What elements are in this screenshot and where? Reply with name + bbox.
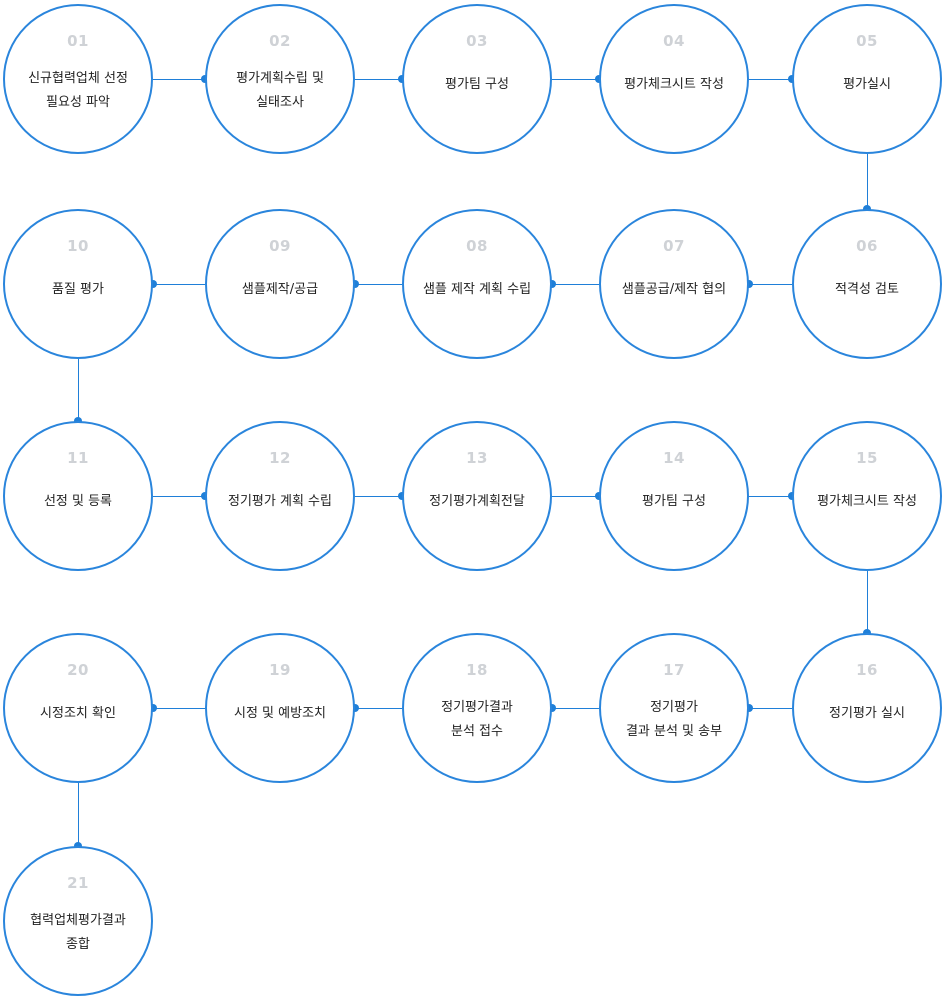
connector-dot [351, 280, 359, 288]
process-step: 15 평가체크시트 작성 [792, 421, 942, 571]
step-number: 03 [466, 32, 488, 50]
step-number: 19 [269, 661, 291, 679]
process-step: 12 정기평가 계획 수립 [205, 421, 355, 571]
connector-line [153, 284, 205, 285]
process-step: 18 정기평가결과 분석 접수 [402, 633, 552, 783]
connector-line [355, 284, 402, 285]
step-label: 품질 평가 [52, 282, 104, 297]
step-number: 06 [856, 237, 878, 255]
process-step: 21 협력업체평가결과 종합 [3, 846, 153, 996]
step-label: 선정 및 등록 [43, 494, 113, 509]
step-number: 18 [466, 661, 488, 679]
step-label: 샘플제작/공급 [241, 282, 319, 297]
connector-line [867, 571, 868, 633]
step-label: 시정조치 확인 [40, 706, 116, 721]
step-number: 13 [466, 449, 488, 467]
process-step: 17 정기평가 결과 분석 및 송부 [599, 633, 749, 783]
connector-line [355, 79, 402, 80]
connector-dot [351, 704, 359, 712]
step-label: 평가팀 구성 [642, 494, 706, 509]
process-step: 10 품질 평가 [3, 209, 153, 359]
connector-dot [548, 704, 556, 712]
connector-line [749, 708, 792, 709]
step-label: 시정 및 예방조치 [234, 706, 326, 721]
step-number: 21 [67, 874, 89, 892]
step-label: 정기평가 계획 수립 [228, 494, 332, 509]
step-number: 01 [67, 32, 89, 50]
step-number: 17 [663, 661, 685, 679]
connector-dot [745, 704, 753, 712]
process-step: 06 적격성 검토 [792, 209, 942, 359]
connector-dot [745, 280, 753, 288]
process-step: 05 평가실시 [792, 4, 942, 154]
connector-line [153, 496, 205, 497]
connector-line [749, 496, 792, 497]
connector-line [552, 708, 599, 709]
connector-line [153, 708, 205, 709]
process-step: 09 샘플제작/공급 [205, 209, 355, 359]
connector-dot [149, 704, 157, 712]
step-label: 정기평가계획전달 [429, 494, 525, 509]
step-label: 평가실시 [843, 77, 891, 92]
process-step: 02 평가계획수립 및 실태조사 [205, 4, 355, 154]
connector-line [355, 496, 402, 497]
step-label: 평가체크시트 작성 [624, 77, 724, 92]
connector-line [749, 284, 792, 285]
step-label: 협력업체평가결과 종합 [30, 913, 126, 952]
process-step: 13 정기평가계획전달 [402, 421, 552, 571]
step-number: 07 [663, 237, 685, 255]
step-label: 샘플공급/제작 협의 [621, 282, 727, 297]
step-number: 02 [269, 32, 291, 50]
step-label: 정기평가 실시 [829, 706, 905, 721]
connector-dot [548, 280, 556, 288]
step-label: 평가팀 구성 [445, 77, 509, 92]
step-number: 12 [269, 449, 291, 467]
step-number: 05 [856, 32, 878, 50]
step-number: 20 [67, 661, 89, 679]
step-label: 샘플 제작 계획 수립 [422, 282, 532, 297]
connector-line [867, 154, 868, 209]
step-number: 11 [67, 449, 89, 467]
step-label: 평가체크시트 작성 [817, 494, 917, 509]
process-step: 04 평가체크시트 작성 [599, 4, 749, 154]
connector-dot [149, 280, 157, 288]
process-step: 19 시정 및 예방조치 [205, 633, 355, 783]
step-number: 15 [856, 449, 878, 467]
connector-line [552, 79, 599, 80]
step-label: 정기평가결과 분석 접수 [441, 700, 513, 739]
step-number: 08 [466, 237, 488, 255]
process-step: 03 평가팀 구성 [402, 4, 552, 154]
process-step: 07 샘플공급/제작 협의 [599, 209, 749, 359]
process-step: 14 평가팀 구성 [599, 421, 749, 571]
process-step: 08 샘플 제작 계획 수립 [402, 209, 552, 359]
connector-line [78, 359, 79, 421]
connector-line [749, 79, 792, 80]
step-label: 신규협력업체 선정 필요성 파악 [28, 71, 128, 110]
connector-line [552, 284, 599, 285]
step-label: 적격성 검토 [835, 282, 899, 297]
step-number: 16 [856, 661, 878, 679]
connector-line [355, 708, 402, 709]
process-step: 01 신규협력업체 선정 필요성 파악 [3, 4, 153, 154]
connector-line [153, 79, 205, 80]
process-step: 11 선정 및 등록 [3, 421, 153, 571]
process-step: 20 시정조치 확인 [3, 633, 153, 783]
step-number: 14 [663, 449, 685, 467]
step-label: 정기평가 결과 분석 및 송부 [625, 700, 723, 739]
connector-line [552, 496, 599, 497]
process-step: 16 정기평가 실시 [792, 633, 942, 783]
step-number: 10 [67, 237, 89, 255]
step-label: 평가계획수립 및 실태조사 [236, 71, 324, 110]
connector-line [78, 783, 79, 846]
step-number: 04 [663, 32, 685, 50]
step-number: 09 [269, 237, 291, 255]
